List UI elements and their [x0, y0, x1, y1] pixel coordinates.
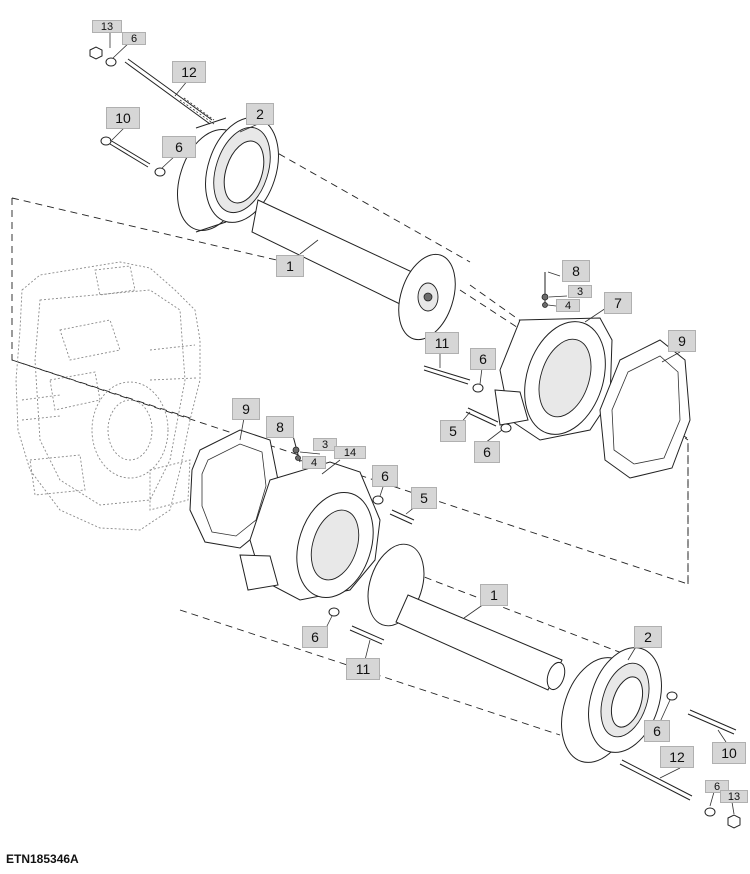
figure-id-label: ETN185346A	[6, 852, 79, 866]
callout-11-mid: 11	[425, 332, 459, 354]
callout-1-bottom: 1	[480, 584, 508, 606]
callout-14: 14	[334, 446, 366, 459]
mid-fasteners	[423, 365, 512, 433]
left-fasteners	[372, 495, 415, 525]
callout-2-bottom: 2	[634, 626, 662, 648]
callout-6-right-low: 6	[474, 441, 500, 463]
transmission-housing-ghost	[15, 261, 201, 531]
top-shaft-1	[251, 199, 456, 341]
callout-12-top: 12	[172, 61, 206, 83]
right-housing-7	[494, 272, 613, 441]
callout-9-left: 9	[232, 398, 260, 420]
callout-4-right: 4	[556, 299, 580, 312]
callout-2-top: 2	[246, 103, 274, 125]
callout-5-right: 5	[440, 420, 466, 442]
callout-6-bottom-small: 6	[705, 780, 729, 793]
callout-5-left: 5	[411, 487, 437, 509]
callout-6-bottom-left: 6	[302, 626, 328, 648]
callout-4-left: 4	[302, 456, 326, 469]
bottom-hub-2	[561, 647, 662, 763]
callout-6-mid: 6	[470, 348, 496, 370]
bottom-shaft-1	[367, 543, 566, 691]
callout-6-top-washer: 6	[162, 136, 196, 158]
callout-9-right: 9	[668, 330, 696, 352]
bottom-fasteners	[328, 607, 741, 829]
callout-8-left: 8	[266, 416, 294, 438]
callout-3-left: 3	[313, 438, 337, 451]
callout-11-bottom: 11	[346, 658, 380, 680]
callout-7: 7	[604, 292, 632, 314]
left-housing-14	[239, 431, 381, 601]
callout-1-top: 1	[276, 255, 304, 277]
callout-6-bottom-right: 6	[644, 720, 670, 742]
top-stud-12	[89, 46, 215, 125]
callout-10-top: 10	[106, 107, 140, 129]
right-gasket-9	[599, 339, 691, 479]
callout-12-bottom: 12	[660, 746, 694, 768]
callout-6-left-mid: 6	[372, 465, 398, 487]
callout-3-right: 3	[568, 285, 592, 298]
callout-10-bottom: 10	[712, 742, 746, 764]
top-bolt-10	[100, 136, 166, 177]
callout-13-top: 13	[92, 20, 122, 33]
callout-6-top: 6	[122, 32, 146, 45]
callout-8-right: 8	[562, 260, 590, 282]
callout-13-bottom: 13	[720, 790, 748, 803]
